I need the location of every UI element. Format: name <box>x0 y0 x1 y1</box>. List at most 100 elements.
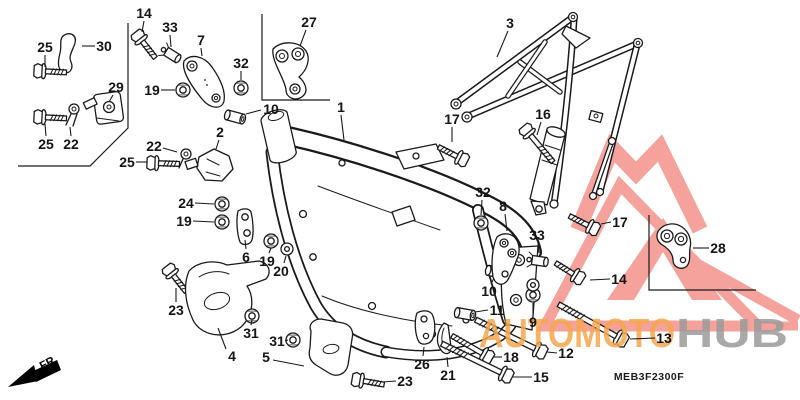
leader-line-17 <box>600 221 612 225</box>
linkage-rod <box>588 136 617 201</box>
part-callout-31: 31 <box>243 325 259 341</box>
leader-line-26 <box>422 346 425 357</box>
engine-guard-part-4 <box>184 260 270 336</box>
bracket-part-26 <box>414 310 436 345</box>
leader-line-25 <box>44 123 47 137</box>
part-callout-20: 20 <box>273 263 289 279</box>
bracket-part-27 <box>272 42 309 100</box>
leader-line-6 <box>244 239 247 250</box>
leader-line-12 <box>546 351 558 354</box>
part-callout-24: 24 <box>178 195 194 211</box>
leader-line-29 <box>108 94 114 103</box>
part-callout-14: 14 <box>136 5 152 21</box>
leader-line-19 <box>192 220 215 223</box>
part-callout-26: 26 <box>414 356 430 372</box>
part-callout-14: 14 <box>611 271 627 287</box>
leader-line-27 <box>299 29 307 47</box>
leader-line-14 <box>141 20 145 33</box>
lever-part-30 <box>57 33 76 74</box>
watermark-brand-text: AUTOMOTO HUB <box>479 310 788 356</box>
bushing-part-11 <box>453 306 477 322</box>
leader-line-21 <box>446 356 449 368</box>
brand-text-automoto: AUTOMOTO <box>479 310 675 356</box>
nut-24 <box>214 196 230 212</box>
nut-19-top <box>175 82 191 98</box>
part-callout-32: 32 <box>233 55 249 71</box>
nut-19-lower <box>263 233 279 249</box>
part-callout-1: 1 <box>337 99 345 115</box>
part-callout-11: 11 <box>490 302 505 318</box>
leader-line-23 <box>381 380 397 383</box>
part-callout-23: 23 <box>168 302 184 318</box>
part-callout-22: 22 <box>63 136 79 152</box>
leader-line-10 <box>245 109 262 115</box>
part-callout-29: 29 <box>108 79 124 95</box>
shock-absorber <box>529 126 566 216</box>
bracket-part-7 <box>182 55 225 108</box>
part-callout-8: 8 <box>499 198 507 214</box>
left-assembly-bracket <box>18 23 129 167</box>
part-callout-12: 12 <box>558 345 574 361</box>
part-callout-22: 22 <box>146 138 162 154</box>
part-callout-6: 6 <box>242 249 250 265</box>
part-callout-17: 17 <box>444 111 460 127</box>
leader-line-8 <box>504 213 508 232</box>
leader-line-22 <box>162 147 178 153</box>
part-callout-27: 27 <box>301 14 317 30</box>
part-callout-15: 15 <box>533 369 549 385</box>
leader-line-20 <box>283 255 287 264</box>
collar-part-10-left <box>222 108 248 126</box>
bolt-25-mid <box>146 154 181 173</box>
leader-line-24 <box>194 202 215 205</box>
part-callout-3: 3 <box>506 15 514 31</box>
fr-arrow-shaft-icon <box>31 360 61 382</box>
part-callout-25: 25 <box>37 39 53 55</box>
bolt-23-bottom <box>350 370 387 393</box>
part-callout-19: 19 <box>259 253 275 269</box>
leader-line-4 <box>217 327 227 350</box>
grouping-brackets <box>18 14 756 291</box>
part-callout-13: 13 <box>656 330 672 346</box>
leader-line-16 <box>536 121 542 136</box>
part-callout-18: 18 <box>503 349 519 365</box>
leader-line-5 <box>272 359 305 367</box>
part-callout-30: 30 <box>96 38 112 54</box>
leader-line-10 <box>490 277 495 285</box>
diagram-line-art <box>32 11 692 393</box>
part-callout-10: 10 <box>481 283 497 299</box>
leader-line-11 <box>474 309 489 313</box>
part-27-box <box>261 14 330 101</box>
part-callout-33: 33 <box>162 19 178 35</box>
clamp-part-22-mid <box>178 148 192 169</box>
part-28-bracket <box>648 215 756 291</box>
part-callout-9: 9 <box>529 314 537 330</box>
part-callout-4: 4 <box>228 348 236 364</box>
leader-line-33 <box>537 242 540 254</box>
subframe-part-3 <box>450 11 644 209</box>
bracket-part-29 <box>82 91 125 125</box>
bracket-part-6 <box>236 208 254 246</box>
part-callout-5: 5 <box>262 349 270 365</box>
leader-line-14 <box>589 278 611 281</box>
leader-line-13 <box>629 337 656 340</box>
part-callout-28: 28 <box>710 240 726 256</box>
leader-line-22 <box>69 126 72 137</box>
part-callout-21: 21 <box>440 367 456 383</box>
bolt-14-top <box>128 27 162 64</box>
part-callout-33: 33 <box>529 227 545 243</box>
leader-line-3 <box>496 30 509 58</box>
part-callout-25: 25 <box>38 136 54 152</box>
part-callout-19: 19 <box>176 213 192 229</box>
part-callout-10: 10 <box>263 101 279 117</box>
sensor-part-2 <box>184 148 234 182</box>
nut-19-mid <box>214 214 230 230</box>
brand-text-hub: HUB <box>676 310 788 356</box>
leader-line-2 <box>215 139 220 150</box>
leader-line-7 <box>200 47 203 57</box>
leader-line-1 <box>340 114 345 141</box>
part-callout-31: 31 <box>269 333 285 349</box>
part-callout-16: 16 <box>535 106 551 122</box>
leader-line-33 <box>169 34 172 48</box>
